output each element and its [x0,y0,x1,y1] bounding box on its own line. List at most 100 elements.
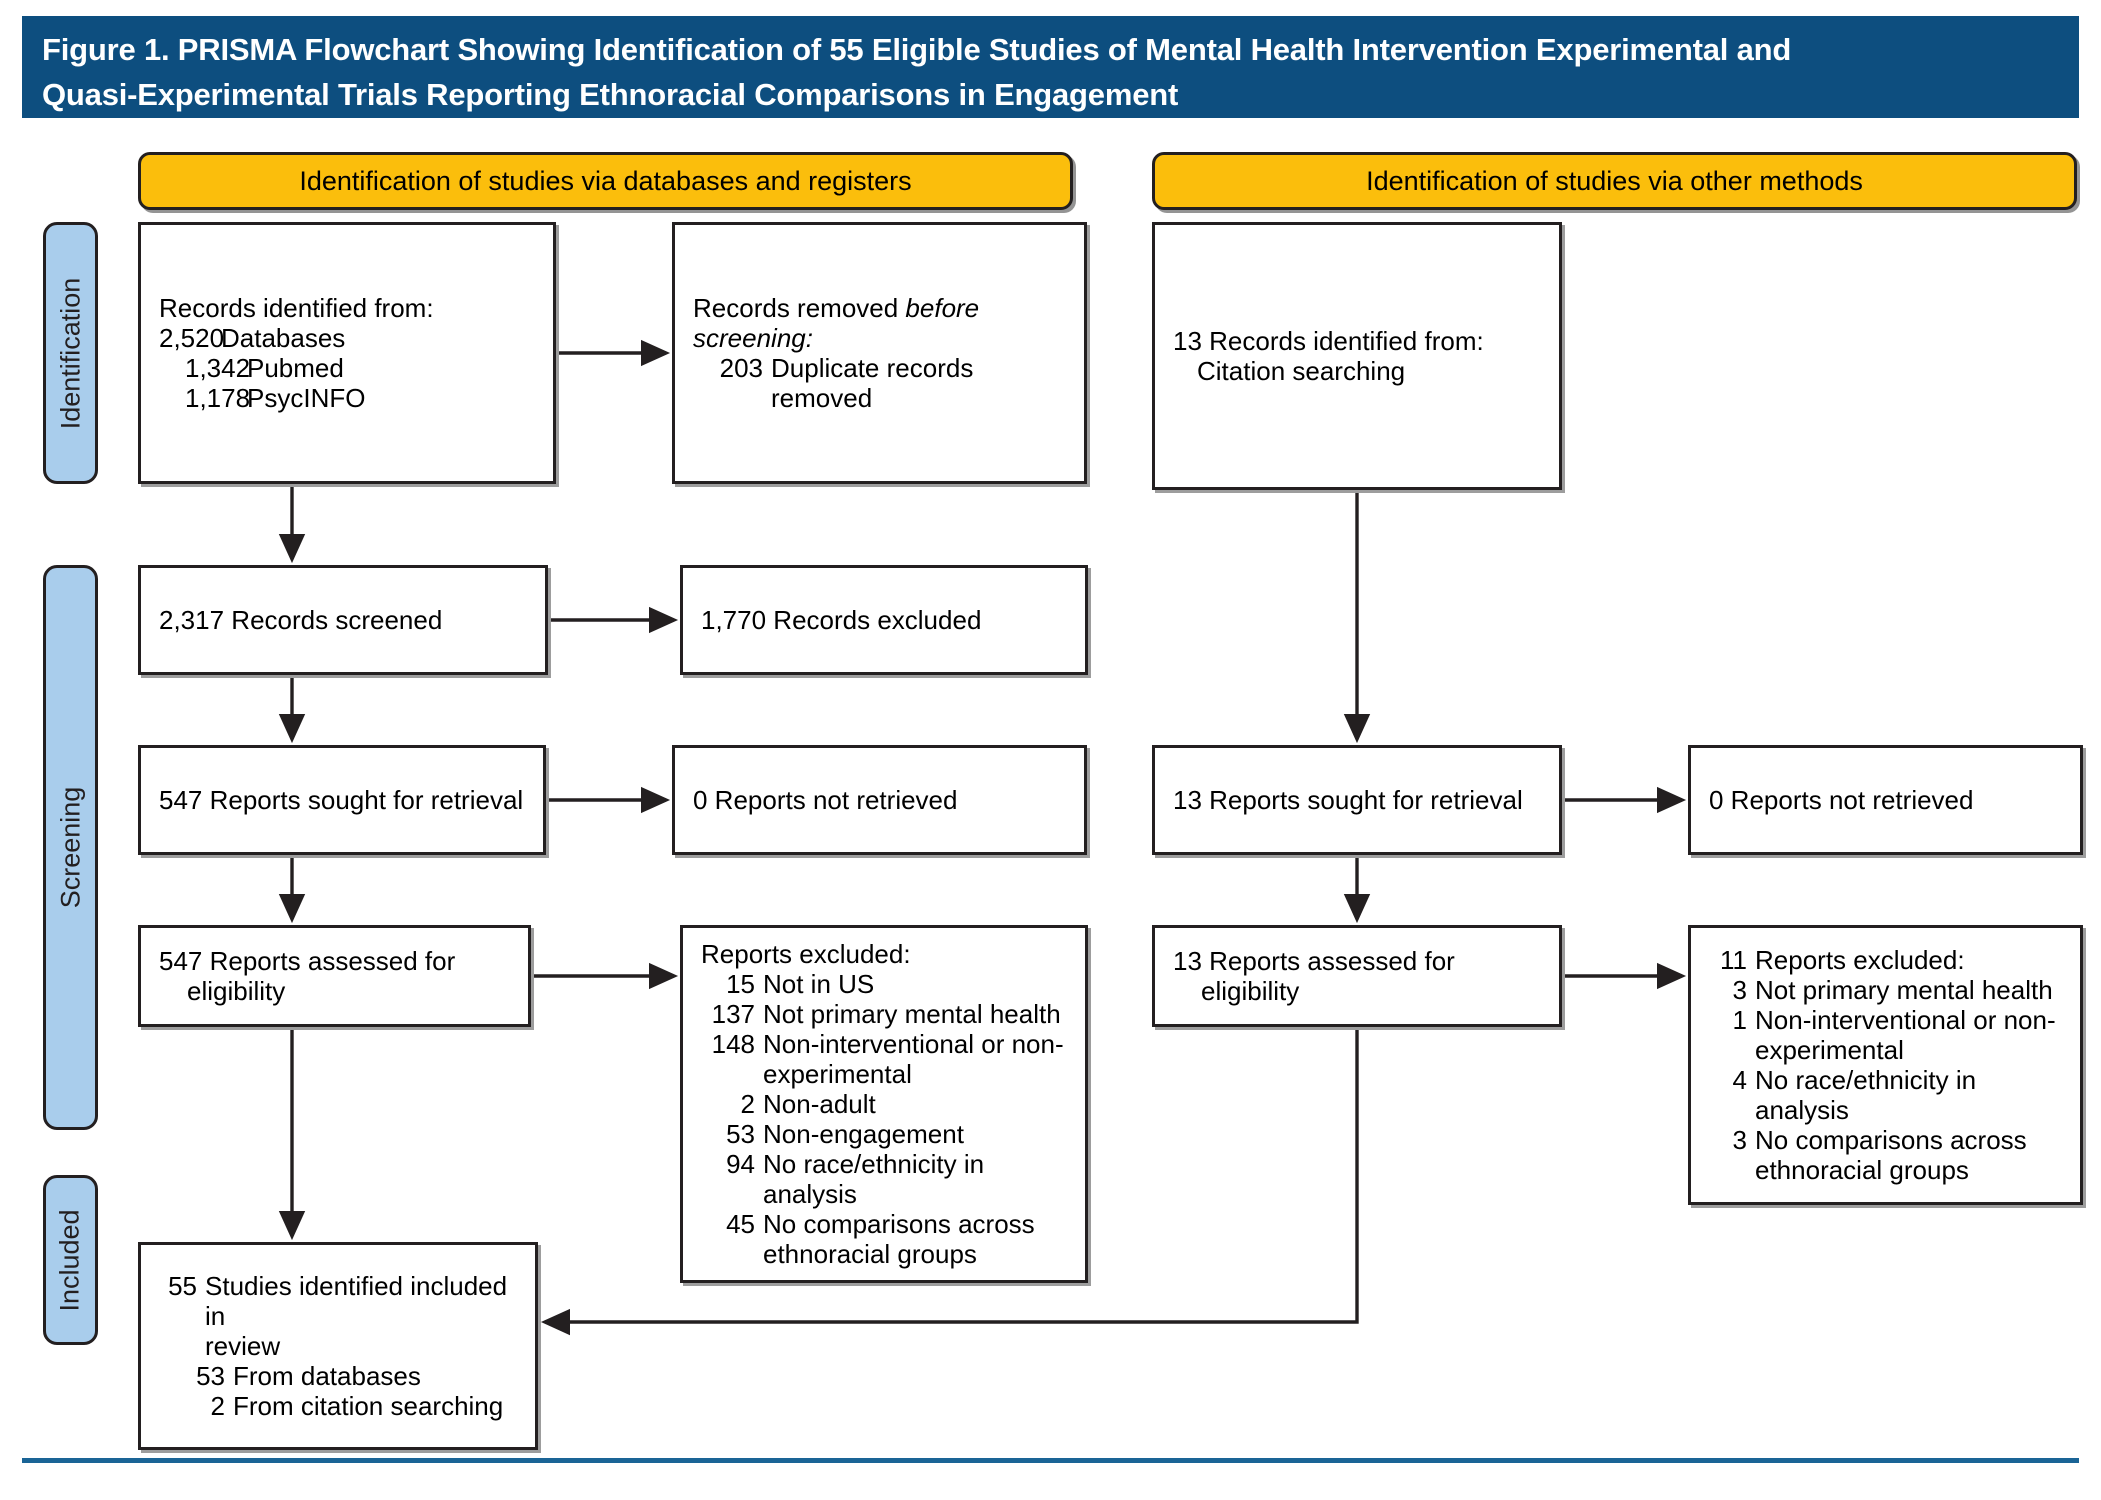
other-reports-excluded-row: 1 Non-interventional or non-experimental [1709,1005,2062,1065]
reports-excluded-row: 53 Non-engagement [701,1119,1067,1149]
stage-label-screening: Screening [43,565,98,1130]
box-records-removed-before-screening: Records removed before screening: 203 Du… [672,222,1087,484]
studies-included-row: 2 From citation searching [159,1391,517,1421]
stage-label-included-text: Included [55,1208,85,1312]
box-reports-not-retrieved: 0 Reports not retrieved [672,745,1087,855]
other-records-identified-source: Citation searching [1197,356,1406,386]
studies-included-heading-line-1: Studies identified included in [205,1271,508,1331]
other-reports-excluded-row: 3 Not primary mental health [1709,975,2062,1005]
other-reports-assessed-line-2: eligibility [1201,976,1300,1006]
figure-title-line-2: Quasi-Experimental Trials Reporting Ethn… [42,77,1179,112]
row-label: Non-interventional or non-experimental [763,1029,1064,1089]
row-count: 203 [719,353,763,383]
row-count: 3 [1732,975,1747,1005]
records-screened-text: 2,317 Records screened [159,605,443,635]
row-count: 45 [726,1209,755,1239]
row-count: 3 [1732,1125,1747,1155]
row-label: Non-interventional or non-experimental [1755,1005,2056,1065]
reports-sought-text: 547 Reports sought for retrieval [159,785,524,815]
other-records-identified-heading: 13 Records identified from: [1173,326,1484,356]
stage-label-screening-text: Screening [55,786,85,909]
box-records-excluded: 1,770 Records excluded [680,565,1088,675]
other-reports-assessed-line-1: 13 Reports assessed for [1173,946,1455,976]
studies-included-heading: 55 Studies identified included in review [159,1271,517,1361]
reports-excluded-row: 94 No race/ethnicity in analysis [701,1149,1067,1209]
stage-label-identification: Identification [43,222,98,484]
reports-excluded-row: 15 Not in US [701,969,1067,999]
row-count: 1,342 [185,353,251,383]
box-reports-assessed-for-eligibility: 547 Reports assessed for eligibility [138,925,531,1027]
reports-not-retrieved-text: 0 Reports not retrieved [693,785,958,815]
stage-label-identification-text: Identification [55,277,86,429]
row-count: 137 [711,999,755,1029]
box-studies-included: 55 Studies identified included in review… [138,1242,538,1450]
records-removed-heading-italic: before screening: [693,293,980,353]
box-reports-excluded-detail: Reports excluded: 15 Not in US 137 Not p… [680,925,1088,1283]
row-label: Duplicate records removed [771,353,974,413]
row-label: Reports excluded: [1755,945,1965,975]
row-label: No comparisons across ethnoracial groups [763,1209,1035,1269]
row-label: Not primary mental health [1755,975,2053,1005]
row-label: From databases [233,1361,421,1391]
studies-included-heading-line-2: review [205,1331,281,1361]
row-count: 53 [196,1361,225,1391]
other-reports-excluded-row: 4 No race/ethnicity in analysis [1709,1065,2062,1125]
other-reports-excluded-row: 3 No comparisons across ethnoracial grou… [1709,1125,2062,1185]
row-label: Non-engagement [763,1119,964,1149]
stage-label-included: Included [43,1175,98,1345]
row-count: 2 [210,1391,225,1421]
row-label: Not primary mental health [763,999,1061,1029]
footer-rule [22,1458,2079,1463]
row-count: 1,178 [185,383,251,413]
row-count: 94 [726,1149,755,1179]
row-count: 15 [726,969,755,999]
reports-excluded-row: 45 No comparisons across ethnoracial gro… [701,1209,1067,1269]
row-label: Non-adult [763,1089,876,1119]
row-count: 11 [1720,945,1747,975]
row-label: Studies identified included in review [205,1271,517,1361]
box-other-reports-excluded-detail: 11 Reports excluded: 3 Not primary menta… [1688,925,2083,1205]
reports-excluded-heading: Reports excluded: [701,939,911,969]
row-label: No comparisons across ethnoracial groups [1755,1125,2027,1185]
reports-assessed-line-1: 547 Reports assessed for [159,946,456,976]
box-records-identified: Records identified from: 2,520 Databases… [138,222,556,484]
figure-title-line-1: Figure 1. PRISMA Flowchart Showing Ident… [42,32,1792,67]
other-reports-sought-text: 13 Reports sought for retrieval [1173,785,1523,815]
row-count: 2 [740,1089,755,1119]
row-label: From citation searching [233,1391,504,1421]
reports-assessed-line-2: eligibility [187,976,286,1006]
row-label: PsycINFO [247,383,366,413]
studies-included-row: 53 From databases [159,1361,517,1391]
row-label: No race/ethnicity in analysis [763,1149,985,1209]
row-count: 4 [1732,1065,1747,1095]
records-excluded-text: 1,770 Records excluded [701,605,982,635]
records-removed-heading-plain: Records removed [693,293,906,323]
box-reports-sought-for-retrieval: 547 Reports sought for retrieval [138,745,546,855]
box-other-reports-sought-for-retrieval: 13 Reports sought for retrieval [1152,745,1562,855]
box-other-records-identified: 13 Records identified from: Citation sea… [1152,222,1562,490]
box-other-reports-not-retrieved: 0 Reports not retrieved [1688,745,2083,855]
section-header-databases: Identification of studies via databases … [138,152,1073,210]
section-header-other-methods: Identification of studies via other meth… [1152,152,2077,210]
reports-excluded-row: 137 Not primary mental health [701,999,1067,1029]
records-identified-row: 2,520 Databases [159,323,535,353]
box-other-reports-assessed-for-eligibility: 13 Reports assessed for eligibility [1152,925,1562,1027]
row-count: 2,520 [159,323,225,353]
records-removed-row: 203 Duplicate records removed [693,353,1066,413]
row-label: Not in US [763,969,875,999]
row-label: Databases [221,323,346,353]
records-identified-heading: Records identified from: [159,293,434,323]
row-label: Pubmed [247,353,344,383]
row-count: 53 [726,1119,755,1149]
reports-excluded-row: 148 Non-interventional or non-experiment… [701,1029,1067,1089]
row-count: 148 [711,1029,755,1059]
records-removed-heading: Records removed before screening: [693,293,993,353]
other-reports-not-retrieved-text: 0 Reports not retrieved [1709,785,1974,815]
row-count: 55 [168,1271,197,1301]
box-records-screened: 2,317 Records screened [138,565,548,675]
records-identified-row: 1,178 PsycINFO [159,383,535,413]
figure-title-banner: Figure 1. PRISMA Flowchart Showing Ident… [22,16,2079,118]
row-count: 1 [1732,1005,1747,1035]
other-reports-excluded-heading: 11 Reports excluded: [1709,945,2062,975]
